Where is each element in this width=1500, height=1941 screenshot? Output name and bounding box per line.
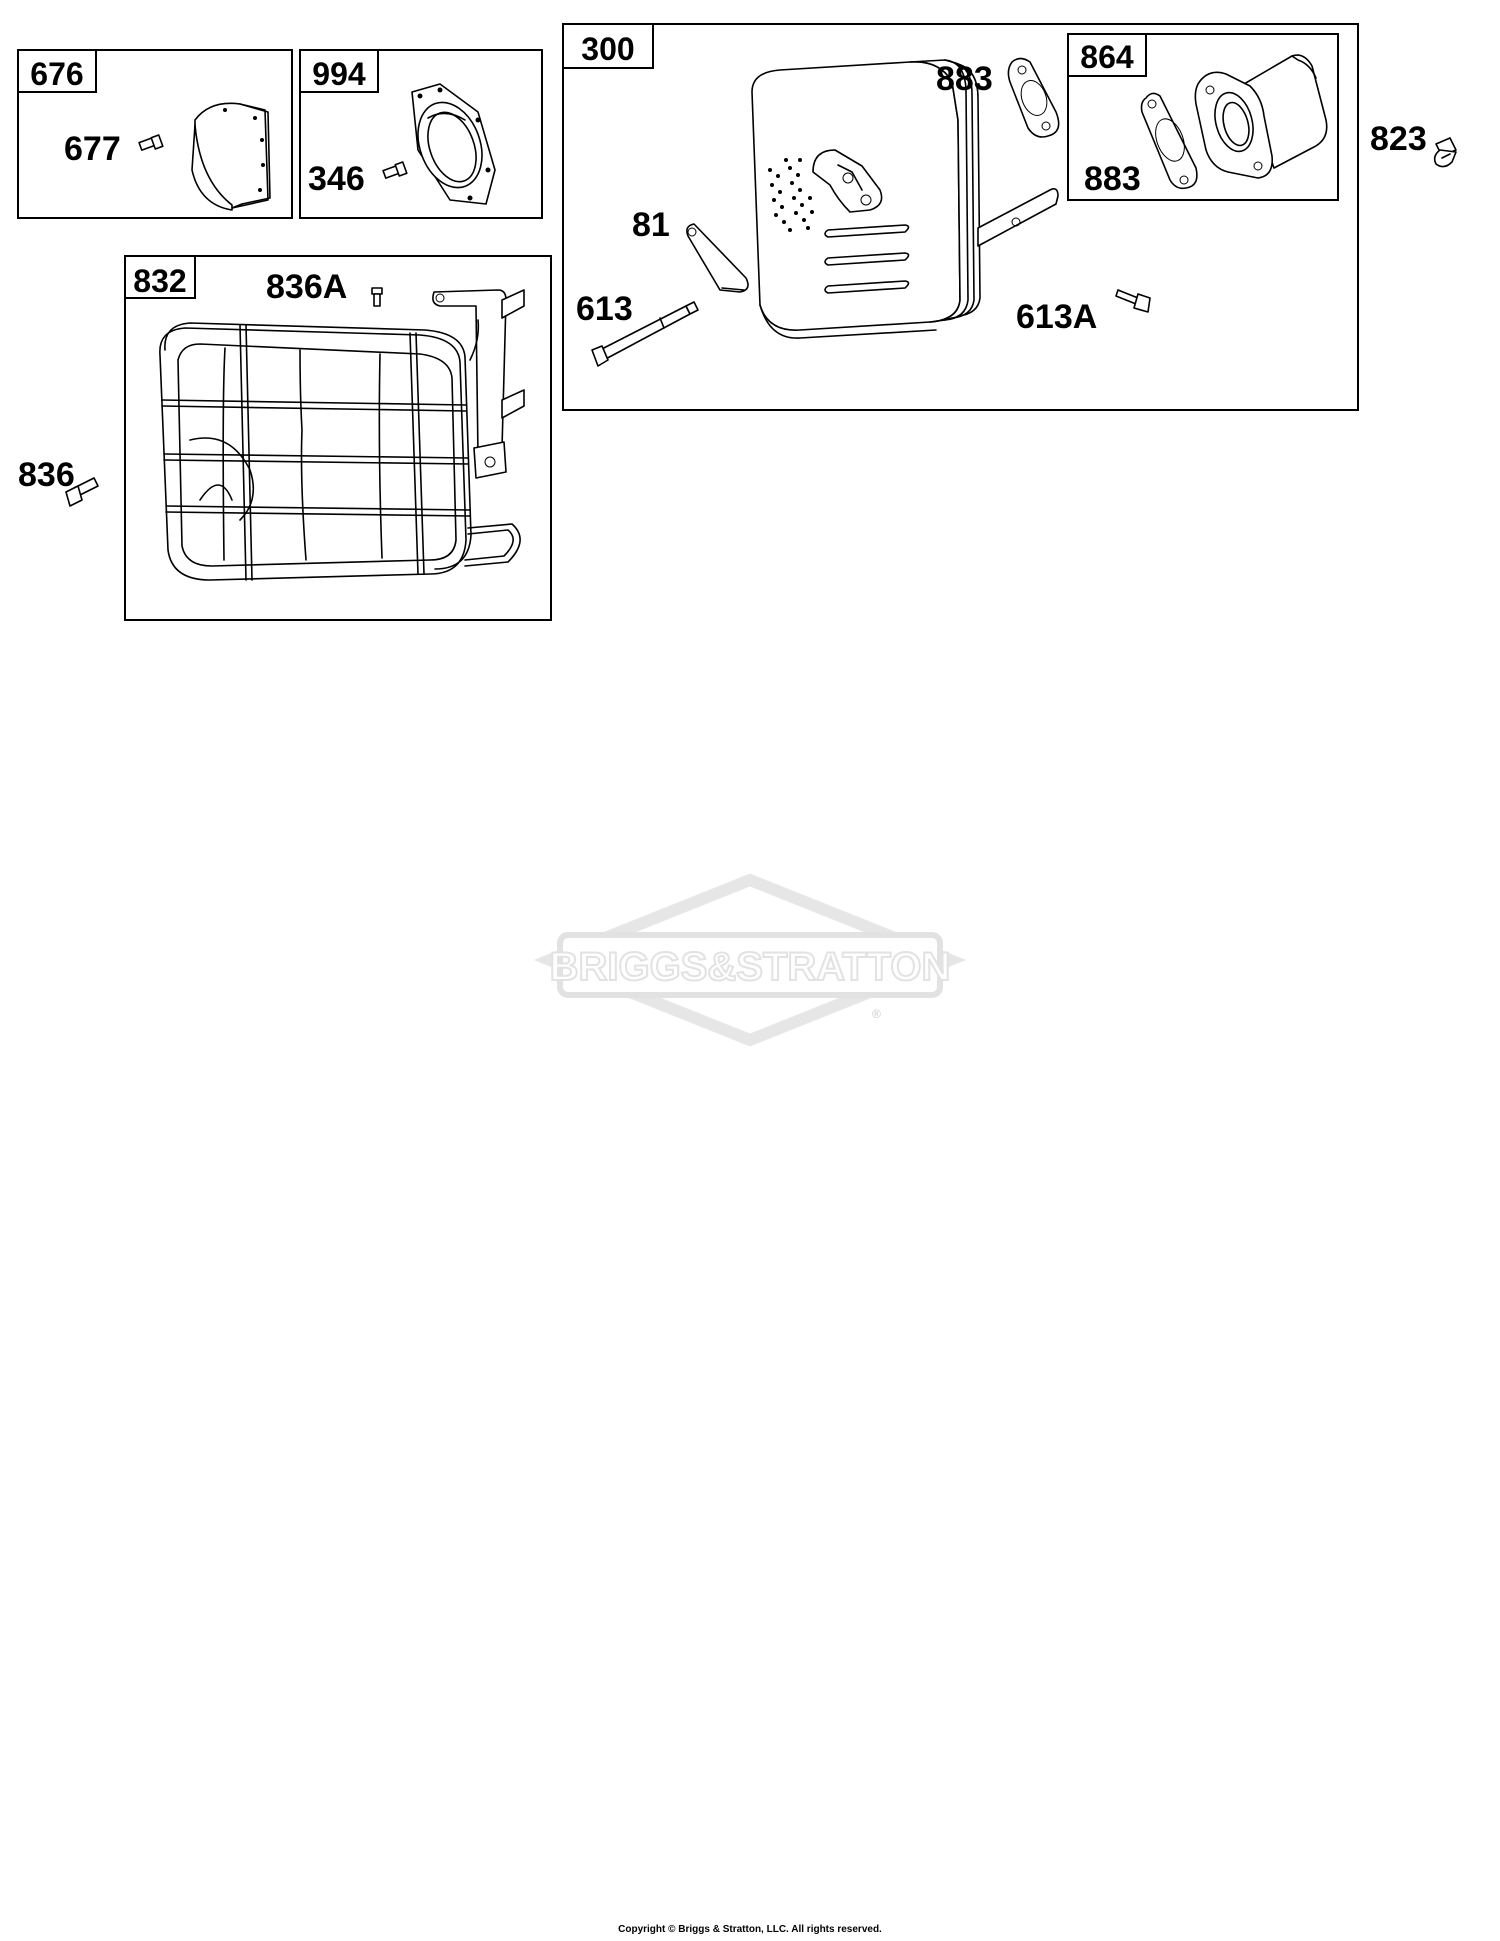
bolt-613-icon bbox=[591, 301, 699, 367]
muffler-guard-832-icon bbox=[159, 289, 525, 581]
part-label-677[interactable]: 677 bbox=[64, 130, 121, 168]
screw-346-icon bbox=[382, 161, 408, 179]
screw-836-icon bbox=[65, 477, 99, 507]
lock-plate-81-icon bbox=[686, 223, 749, 293]
briggs-stratton-watermark: BRIGGS&STRATTON ® bbox=[533, 873, 967, 1047]
part-label-836a[interactable]: 836A bbox=[266, 268, 347, 306]
assembly-box-832: 832 836A bbox=[124, 255, 552, 621]
part-label-883-gasket-b[interactable]: 883 bbox=[1084, 160, 1141, 198]
screw-823-icon bbox=[1433, 137, 1457, 168]
assembly-label-300[interactable]: 300 bbox=[581, 31, 634, 67]
assembly-box-864: 864 883 bbox=[1067, 33, 1339, 201]
part-label-613a[interactable]: 613A bbox=[1016, 298, 1097, 336]
part-label-883-gasket[interactable]: 883 bbox=[936, 60, 993, 98]
assembly-label-864[interactable]: 864 bbox=[1080, 39, 1134, 75]
muffler-perforation-pattern bbox=[768, 158, 814, 232]
part-label-823[interactable]: 823 bbox=[1370, 120, 1427, 158]
assembly-label-832[interactable]: 832 bbox=[133, 263, 186, 299]
part-label-836[interactable]: 836 bbox=[18, 456, 75, 494]
gasket-883b-icon bbox=[1140, 92, 1198, 190]
screw-677-icon bbox=[138, 134, 164, 151]
assembly-label-676[interactable]: 676 bbox=[30, 56, 83, 92]
watermark-text: BRIGGS&STRATTON bbox=[550, 945, 951, 989]
part-label-613[interactable]: 613 bbox=[576, 290, 633, 328]
assembly-box-994: 994 346 bbox=[299, 49, 543, 219]
part-label-81[interactable]: 81 bbox=[632, 206, 670, 244]
assembly-box-300: 300 bbox=[562, 23, 1359, 411]
gasket-883-icon bbox=[1007, 57, 1060, 138]
watermark-registered-mark: ® bbox=[872, 1007, 881, 1021]
assembly-label-994[interactable]: 994 bbox=[312, 56, 366, 92]
copyright-footer: Copyright © Briggs & Stratton, LLC. All … bbox=[618, 1924, 882, 1935]
exhaust-deflector-676-icon bbox=[191, 102, 271, 211]
screw-836a-icon bbox=[371, 287, 383, 307]
muffler-300-icon bbox=[751, 59, 1059, 339]
bolt-613a-icon bbox=[1115, 289, 1151, 313]
assembly-box-676: 676 677 bbox=[17, 49, 293, 219]
exhaust-adapter-864-icon bbox=[1194, 54, 1328, 179]
spark-arrester-994-icon bbox=[411, 83, 496, 205]
part-label-346[interactable]: 346 bbox=[308, 160, 365, 198]
